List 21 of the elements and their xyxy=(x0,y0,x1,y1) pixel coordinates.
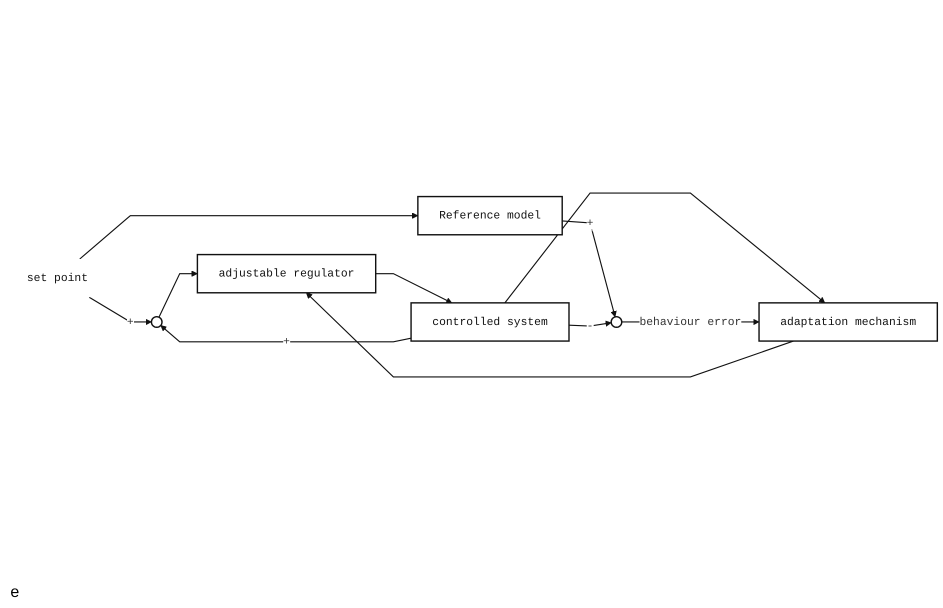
node-box: adjustable regulator xyxy=(196,254,376,294)
arrow xyxy=(562,220,617,318)
arrow xyxy=(158,270,198,318)
edge-label: + xyxy=(586,216,594,230)
arrow xyxy=(160,325,412,342)
node-circle xyxy=(150,316,163,328)
signal-label: e xyxy=(10,584,20,602)
node-text: set point xyxy=(26,272,88,284)
arrow xyxy=(79,212,418,260)
arrow xyxy=(376,273,452,304)
node-circle xyxy=(610,316,622,328)
edge-label: + xyxy=(126,316,134,328)
edge-label: behaviour error xyxy=(639,316,742,328)
edge-label: + xyxy=(283,335,290,348)
node-box: Reference model xyxy=(417,196,563,236)
edge-label: - xyxy=(586,320,594,332)
arrow xyxy=(88,296,152,326)
node-box: controlled system xyxy=(410,302,570,342)
node-box: adaptation mechanism xyxy=(758,302,938,342)
arrow xyxy=(306,292,794,378)
arrow xyxy=(504,192,826,304)
